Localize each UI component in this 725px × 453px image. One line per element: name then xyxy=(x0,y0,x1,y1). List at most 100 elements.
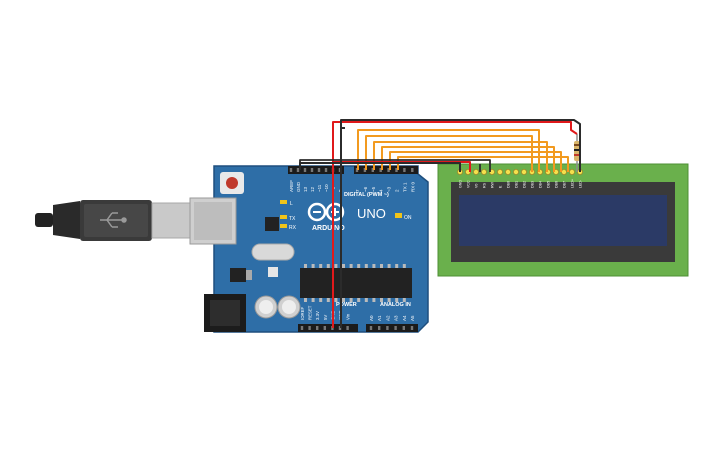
power-pin[interactable] xyxy=(308,326,311,330)
digital-pin-label: AREF xyxy=(289,180,294,192)
lcd-pin-label: DB7 xyxy=(563,181,567,188)
wire-orange-db5[interactable] xyxy=(381,146,555,172)
lcd-pin-label: LED+ xyxy=(571,179,575,188)
power-pin[interactable] xyxy=(316,326,319,330)
wires[interactable] xyxy=(299,119,581,328)
digital-pin-label: ~10 xyxy=(324,184,329,192)
digital-pin[interactable] xyxy=(411,168,414,172)
digital-pin-label: 12 xyxy=(310,186,315,192)
analog-pin[interactable] xyxy=(394,326,397,330)
digital-pin[interactable] xyxy=(371,168,374,172)
analog-pin-label: A4 xyxy=(402,315,407,321)
digital-pin-label: 13 xyxy=(303,186,308,192)
atmega-chip xyxy=(300,264,412,302)
digital-pin-label: TX 1 xyxy=(402,182,407,192)
crystal xyxy=(251,243,295,261)
analog-pin-label: A2 xyxy=(385,315,390,321)
analog-pin[interactable] xyxy=(402,326,405,330)
arduino-uno-board[interactable]: ARDUINO UNO ON L TX RX DIGITAL (PWM ~) P… xyxy=(189,165,429,333)
digital-pin-label: 2 xyxy=(395,189,400,192)
lcd-pin-label: DB5 xyxy=(547,181,551,188)
power-pin[interactable] xyxy=(323,326,326,330)
usb-cable[interactable] xyxy=(35,200,191,241)
analog-pin-label: A5 xyxy=(410,315,415,321)
power-pin[interactable] xyxy=(300,326,304,330)
digital-pin[interactable] xyxy=(379,168,382,172)
lcd-screen xyxy=(459,195,667,246)
digital-pin[interactable] xyxy=(303,168,307,172)
lcd-pin[interactable] xyxy=(504,168,511,175)
digital-pin[interactable] xyxy=(387,168,390,172)
lcd-pin[interactable] xyxy=(472,168,479,175)
analog-pin-label: A1 xyxy=(377,315,382,321)
analog-pin[interactable] xyxy=(369,326,373,330)
analog-pin-label: A0 xyxy=(369,315,374,321)
lcd-pin[interactable] xyxy=(496,168,503,175)
tx-led-label: TX xyxy=(289,216,296,222)
lcd-pin-label: DB3 xyxy=(531,181,535,188)
digital-pin[interactable] xyxy=(310,168,314,172)
digital-pin[interactable] xyxy=(317,168,321,172)
digital-pin-label: GND xyxy=(296,181,301,192)
analog-pin[interactable] xyxy=(378,326,381,330)
digital-pin-label: ~5 xyxy=(371,186,376,192)
digital-pin[interactable] xyxy=(296,168,300,172)
voltage-regulator xyxy=(230,268,246,282)
digital-pin[interactable] xyxy=(395,168,398,172)
analog-pin[interactable] xyxy=(410,326,414,330)
digital-pin-label: 4 xyxy=(379,189,384,192)
digital-pin-label: ~6 xyxy=(363,186,368,192)
lcd-pin-label: V0 xyxy=(475,184,479,188)
lcd-pin-label: GND xyxy=(459,180,463,188)
resistor[interactable] xyxy=(574,134,580,172)
analog-pin-header[interactable] xyxy=(366,324,418,332)
wire-orange-e[interactable] xyxy=(365,135,533,172)
usb-chip xyxy=(265,217,279,231)
digital-pin[interactable] xyxy=(289,168,293,172)
power-pin-header[interactable] xyxy=(298,324,358,332)
wire-black-ledk[interactable] xyxy=(340,119,581,172)
lcd-pin[interactable] xyxy=(561,168,568,175)
lcd-pin[interactable] xyxy=(569,168,576,175)
digital-pin-label: 7 xyxy=(355,189,360,192)
lcd-pin-label: DB2 xyxy=(523,181,527,188)
arduino-logo-icon xyxy=(307,202,345,222)
lcd-pin[interactable] xyxy=(521,168,528,175)
lcd-pin-label: DB4 xyxy=(539,181,543,188)
power-header-label: POWER xyxy=(336,302,357,308)
lcd-pin[interactable] xyxy=(513,168,520,175)
lcd-pin-label: E xyxy=(499,185,503,188)
wire-black-gnd-lcd[interactable] xyxy=(299,162,461,172)
lcd-pin-label: RS xyxy=(483,182,487,188)
l-led-label: L xyxy=(290,201,293,207)
digital-pin[interactable] xyxy=(403,168,406,172)
power-pin-label: IOREF xyxy=(300,306,305,320)
wire-red-5v[interactable] xyxy=(332,121,578,328)
power-pin[interactable] xyxy=(346,326,349,330)
digital-pin[interactable] xyxy=(363,168,367,172)
lcd-pin[interactable] xyxy=(480,168,487,175)
lcd-pin-label: DB1 xyxy=(515,181,519,188)
analog-header-label: ANALOG IN xyxy=(380,302,411,308)
lcd-pin-label: LED- xyxy=(579,179,583,188)
capacitor-right xyxy=(277,295,301,319)
wire-black-rw[interactable] xyxy=(299,159,491,172)
digital-pin-label: ~3 xyxy=(387,186,392,192)
capacitor-left xyxy=(254,295,278,319)
power-pin-label: RESET xyxy=(308,305,313,320)
lcd-pin-label: RW xyxy=(491,181,495,188)
lcd-pin-label: DB6 xyxy=(555,181,559,188)
power-pin-label: Vin xyxy=(346,313,351,320)
digital-header-label: DIGITAL (PWM ~) xyxy=(344,192,389,198)
board-brand: ARDUINO xyxy=(312,225,345,232)
on-led-label: ON xyxy=(404,215,412,221)
digital-pin-label: RX 0 xyxy=(410,181,415,192)
digital-pin[interactable] xyxy=(324,168,328,172)
analog-pin-label: A3 xyxy=(394,315,399,321)
analog-pin[interactable] xyxy=(386,326,389,330)
lcd-pin-label: DB0 xyxy=(507,181,511,188)
